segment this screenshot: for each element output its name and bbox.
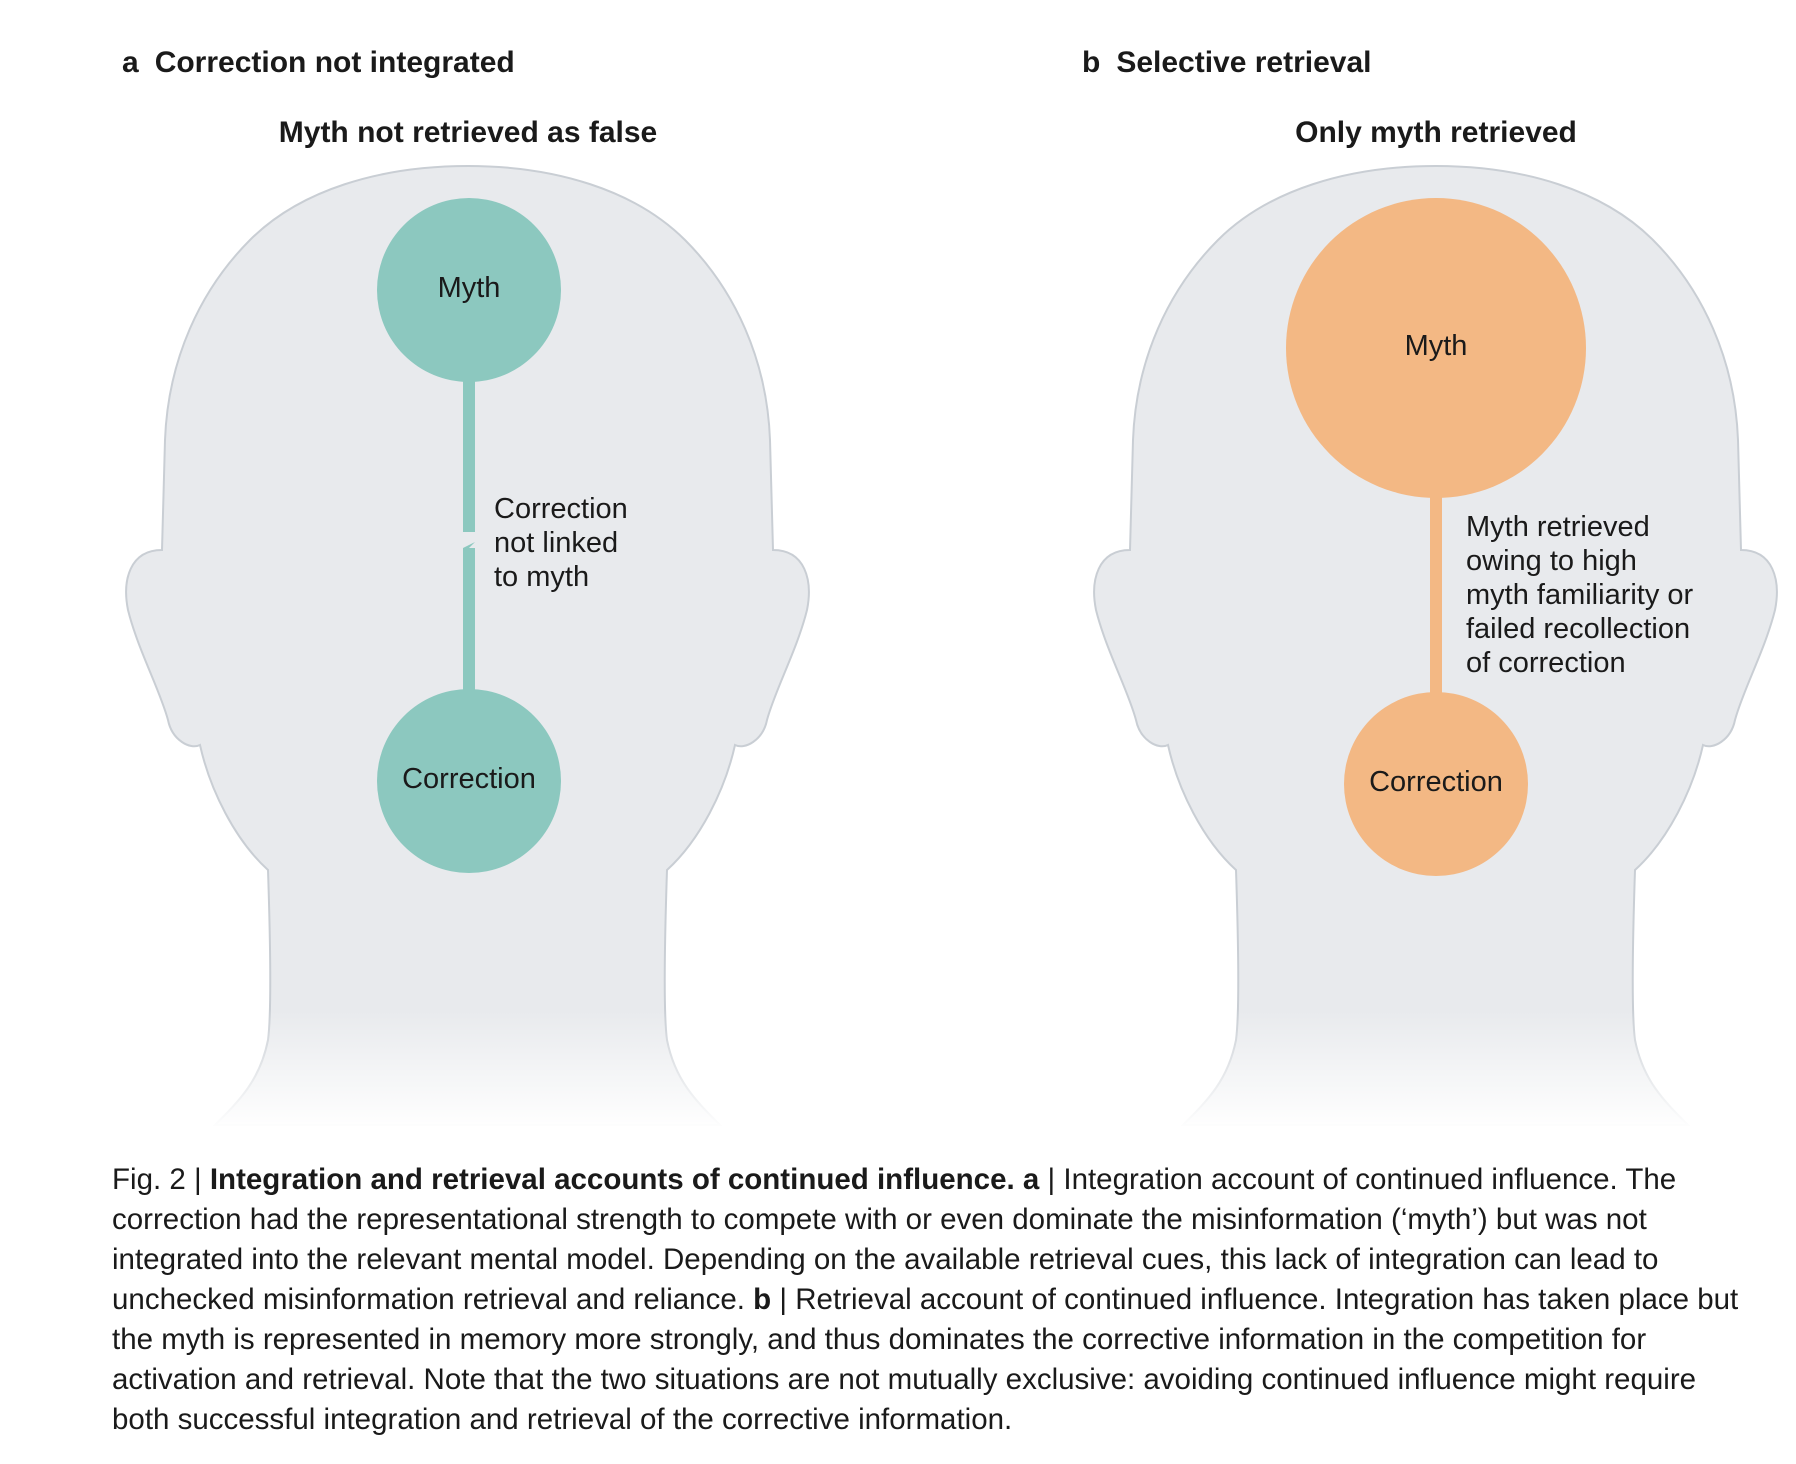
edge-a-label: Correction not linked to myth — [494, 492, 628, 594]
node-a-myth — [377, 198, 561, 382]
panel-a-letter: a — [122, 46, 139, 79]
edge-b-label-line: owing to high — [1466, 545, 1637, 577]
link-a-broken — [463, 370, 475, 700]
panel-b-letter: b — [1082, 46, 1101, 79]
caption-b-label: b — [753, 1283, 772, 1316]
edge-b-label-line: myth familiarity or — [1466, 579, 1694, 611]
node-a-correction — [377, 689, 561, 873]
panel-b-title: b Selective retrieval — [1082, 46, 1372, 80]
panel-a-title: a Correction not integrated — [122, 46, 515, 80]
figure-caption: Fig. 2 | Integration and retrieval accou… — [112, 1160, 1752, 1440]
panel-a-title-text: Correction not integrated — [154, 46, 515, 79]
node-b-correction — [1344, 692, 1528, 876]
caption-separator: | — [1047, 1163, 1056, 1196]
edge-a-label-line: Correction — [494, 493, 628, 525]
edge-a-label-line: to myth — [494, 561, 590, 593]
diagram-canvas — [125, 164, 1778, 1130]
caption-separator: | — [193, 1163, 202, 1196]
edge-b-label-line: failed recollection — [1466, 613, 1691, 645]
caption-separator: | — [779, 1283, 788, 1316]
link-a-upper-segment — [463, 370, 475, 532]
node-a-myth-label: Myth — [437, 272, 501, 304]
edge-b-label-line: of correction — [1466, 647, 1626, 679]
caption-a-text: Integration account of continued influen… — [112, 1163, 1677, 1316]
panel-b-title-text: Selective retrieval — [1116, 46, 1372, 79]
node-b-correction-label: Correction — [1369, 766, 1503, 798]
caption-title: Integration and retrieval accounts of co… — [209, 1163, 1015, 1196]
edge-a-label-line: not linked — [494, 527, 619, 559]
caption-fig-number: Fig. 2 — [112, 1163, 186, 1196]
caption-a-label: a — [1022, 1163, 1040, 1196]
node-b-myth — [1286, 198, 1586, 498]
node-b-myth-label: Myth — [1404, 330, 1468, 362]
panel-b-subtitle: Only myth retrieved — [1295, 116, 1577, 149]
link-b-solid — [1430, 480, 1442, 705]
panel-a-subtitle: Myth not retrieved as false — [278, 116, 658, 149]
caption-b-text: Retrieval account of continued influence… — [112, 1283, 1739, 1436]
edge-b-label-line: Myth retrieved — [1466, 511, 1650, 543]
link-a-lower-segment — [463, 548, 475, 700]
node-a-correction-label: Correction — [402, 763, 536, 795]
edge-b-label: Myth retrieved owing to high myth famili… — [1466, 510, 1693, 680]
